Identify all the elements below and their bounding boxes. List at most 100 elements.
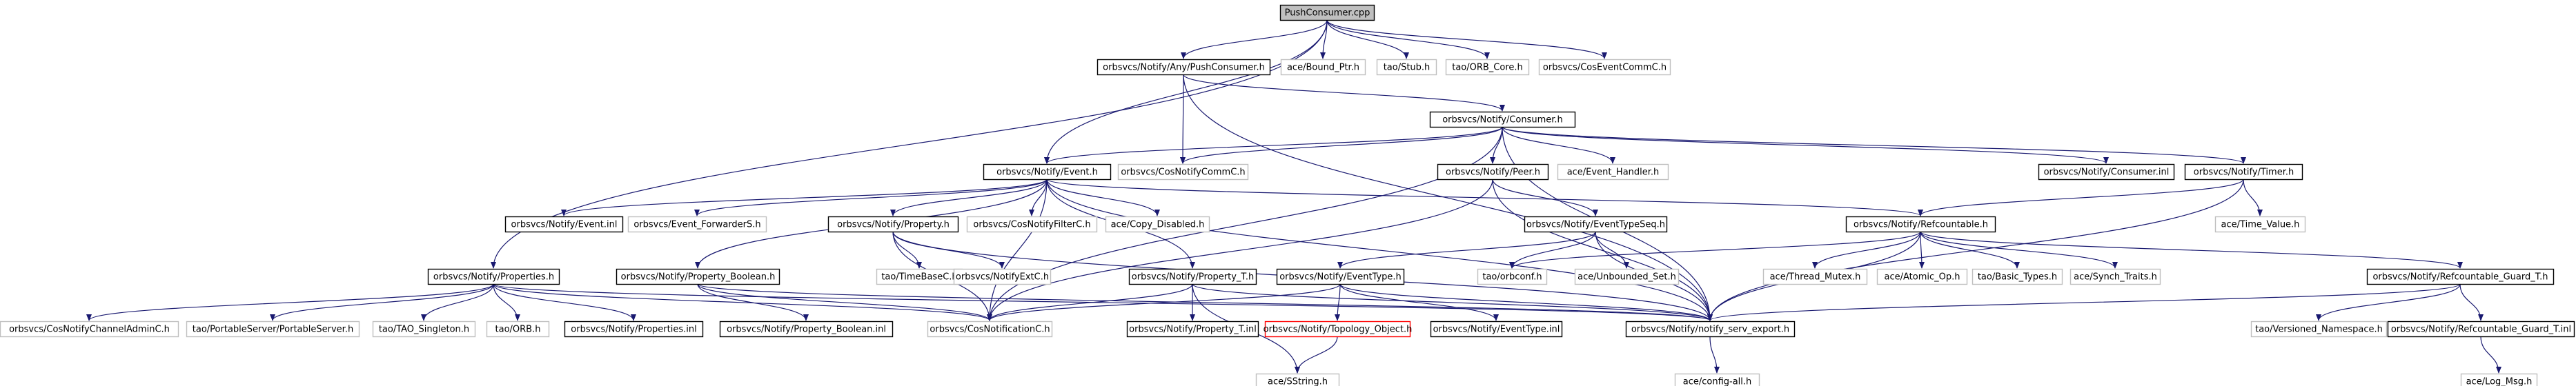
edge-refcountable-h-to-thread-mutex-h bbox=[1812, 231, 1921, 269]
edge-refcountable-h-to-synch-traits-h bbox=[1920, 231, 2118, 269]
edge-consumer-h-to-peer-h bbox=[1490, 126, 1503, 164]
node-cos-event-comm-c-h: orbsvcs/CosEventCommC.h bbox=[1538, 59, 1671, 76]
node-event-h-box bbox=[983, 163, 1112, 181]
edge-properties-h-to-orb-h bbox=[493, 283, 520, 321]
node-event-handler-h: ace/Event_Handler.h bbox=[1557, 163, 1669, 181]
node-properties-inl[interactable]: orbsvcs/Notify/Properties.inl bbox=[564, 321, 704, 338]
edge-any-push-consumer-h-to-consumer-h bbox=[1183, 74, 1505, 112]
node-topology-object-h-box bbox=[1264, 321, 1411, 338]
edge-timer-h-to-refcountable-h bbox=[1918, 179, 2244, 216]
edge-push-consumer-cpp-to-any-push-consumer-h bbox=[1181, 19, 1328, 59]
node-cos-notify-channel-admin-c-h-box bbox=[0, 321, 179, 338]
node-portable-server-h: tao/PortableServer/PortableServer.h bbox=[186, 321, 360, 338]
node-any-push-consumer-h-label: orbsvcs/Notify/Any/PushConsumer.h bbox=[1103, 63, 1265, 73]
edge-consumer-h-to-cos-notify-comm-c-h bbox=[1180, 126, 1503, 164]
node-topology-object-h[interactable]: orbsvcs/Notify/Topology_Object.h bbox=[1264, 321, 1413, 338]
node-property-t-h-box bbox=[1128, 268, 1257, 285]
node-orbconf-h-label: tao/orbconf.h bbox=[1482, 272, 1542, 283]
node-versioned-namespace-h: tao/Versioned_Namespace.h bbox=[2250, 321, 2388, 338]
node-properties-h-label: orbsvcs/Notify/Properties.h bbox=[433, 272, 554, 283]
node-property-boolean-inl-box bbox=[719, 321, 894, 338]
node-event-type-seq-h-label: orbsvcs/Notify/EventTypeSeq.h bbox=[1526, 220, 1665, 230]
node-thread-mutex-h-box bbox=[1762, 268, 1868, 285]
edge-event-h-to-refcountable-h bbox=[1046, 179, 1923, 216]
node-copy-disabled-h-label: ace/Copy_Disabled.h bbox=[1111, 220, 1205, 230]
node-cos-notify-comm-c-h-label: orbsvcs/CosNotifyCommC.h bbox=[1121, 167, 1245, 178]
node-event-handler-h-box bbox=[1557, 163, 1669, 181]
node-any-push-consumer-h-box bbox=[1097, 59, 1271, 76]
node-orb-core-h: tao/ORB_Core.h bbox=[1445, 59, 1530, 76]
node-event-inl-label: orbsvcs/Notify/Event.inl bbox=[511, 220, 618, 230]
node-event-forwarder-s-h-label: orbsvcs/Event_ForwarderS.h bbox=[633, 220, 760, 230]
node-versioned-namespace-h-box bbox=[2250, 321, 2388, 338]
node-event-h-label: orbsvcs/Notify/Event.h bbox=[996, 167, 1098, 178]
node-time-value-h-label: ace/Time_Value.h bbox=[2221, 220, 2300, 230]
edge-timer-h-to-time-value-h bbox=[2243, 179, 2263, 216]
edge-property-boolean-h-to-cos-notification-c-h bbox=[697, 283, 992, 321]
node-sstring-h-box bbox=[1255, 373, 1340, 386]
node-cos-notify-comm-c-h-box bbox=[1117, 163, 1249, 181]
edge-push-consumer-cpp-to-cos-event-comm-c-h bbox=[1326, 19, 1607, 59]
edge-property-t-h-to-notify-serv-export-h bbox=[1192, 283, 1713, 321]
edge-event-h-to-copy-disabled-h bbox=[1046, 179, 1160, 216]
node-property-t-h[interactable]: orbsvcs/Notify/Property_T.h bbox=[1128, 268, 1257, 285]
edge-properties-h-to-properties-inl bbox=[493, 283, 636, 321]
edge-properties-h-to-cos-notification-c-h bbox=[493, 283, 992, 321]
node-refcountable-guard-t-inl-label: orbsvcs/Notify/Refcountable_Guard_T.inl bbox=[2391, 325, 2571, 335]
node-properties-h[interactable]: orbsvcs/Notify/Properties.h bbox=[427, 268, 560, 285]
node-event-type-seq-h-box bbox=[1524, 216, 1668, 233]
node-refcountable-guard-t-h[interactable]: orbsvcs/Notify/Refcountable_Guard_T.h bbox=[2366, 268, 2555, 285]
node-peer-h[interactable]: orbsvcs/Notify/Peer.h bbox=[1437, 163, 1549, 181]
node-refcountable-guard-t-inl[interactable]: orbsvcs/Notify/Refcountable_Guard_T.inl bbox=[2387, 321, 2575, 338]
edge-properties-h-to-cos-notify-channel-admin-c-h bbox=[86, 283, 494, 321]
node-refcountable-guard-t-h-box bbox=[2366, 268, 2555, 285]
node-properties-inl-label: orbsvcs/Notify/Properties.inl bbox=[571, 325, 696, 335]
edge-consumer-h-to-timer-h bbox=[1502, 126, 2246, 164]
node-property-boolean-h[interactable]: orbsvcs/Notify/Property_Boolean.h bbox=[616, 268, 780, 285]
node-portable-server-h-box bbox=[186, 321, 360, 338]
node-event-type-seq-h[interactable]: orbsvcs/Notify/EventTypeSeq.h bbox=[1524, 216, 1668, 233]
node-consumer-h[interactable]: orbsvcs/Notify/Consumer.h bbox=[1429, 111, 1576, 128]
node-consumer-inl[interactable]: orbsvcs/Notify/Consumer.inl bbox=[2038, 163, 2175, 181]
node-consumer-inl-label: orbsvcs/Notify/Consumer.inl bbox=[2044, 167, 2170, 178]
node-property-boolean-inl[interactable]: orbsvcs/Notify/Property_Boolean.inl bbox=[719, 321, 894, 338]
edge-property-boolean-h-to-property-boolean-inl bbox=[697, 283, 809, 321]
node-event-h[interactable]: orbsvcs/Notify/Event.h bbox=[983, 163, 1112, 181]
edge-event-type-h-to-notify-serv-export-h bbox=[1339, 283, 1713, 321]
edge-event-h-to-event-forwarder-s-h bbox=[694, 179, 1048, 216]
node-orb-core-h-box bbox=[1445, 59, 1530, 76]
node-cos-notification-c-h: orbsvcs/CosNotificationC.h bbox=[927, 321, 1053, 338]
node-event-type-inl-box bbox=[1430, 321, 1563, 338]
node-sstring-h-label: ace/SString.h bbox=[1268, 377, 1328, 386]
node-event-type-h[interactable]: orbsvcs/Notify/EventType.h bbox=[1276, 268, 1405, 285]
edge-push-consumer-cpp-to-stub-h bbox=[1326, 19, 1409, 59]
node-property-t-inl[interactable]: orbsvcs/Notify/Property_T.inl bbox=[1126, 321, 1259, 338]
node-event-type-h-label: orbsvcs/Notify/EventType.h bbox=[1279, 272, 1402, 283]
node-event-type-inl[interactable]: orbsvcs/Notify/EventType.inl bbox=[1430, 321, 1563, 338]
node-refcountable-h[interactable]: orbsvcs/Notify/Refcountable.h bbox=[1845, 216, 1996, 233]
node-timer-h[interactable]: orbsvcs/Notify/Timer.h bbox=[2184, 163, 2303, 181]
node-cos-event-comm-c-h-box bbox=[1538, 59, 1671, 76]
node-event-inl[interactable]: orbsvcs/Notify/Event.inl bbox=[504, 216, 624, 233]
node-time-base-c-h: tao/TimeBaseC.h bbox=[876, 268, 963, 285]
node-property-h[interactable]: orbsvcs/Notify/Property.h bbox=[827, 216, 959, 233]
node-log-msg-h: ace/Log_Msg.h bbox=[2460, 373, 2538, 386]
node-log-msg-h-box bbox=[2460, 373, 2538, 386]
node-refcountable-guard-t-h-label: orbsvcs/Notify/Refcountable_Guard_T.h bbox=[2372, 272, 2548, 283]
node-notify-serv-export-h[interactable]: orbsvcs/Notify/notify_serv_export.h bbox=[1625, 321, 1796, 338]
edge-properties-h-to-portable-server-h bbox=[270, 283, 494, 321]
node-peer-h-box bbox=[1437, 163, 1549, 181]
node-synch-traits-h: ace/Synch_Traits.h bbox=[2069, 268, 2161, 285]
node-time-value-h-box bbox=[2214, 216, 2306, 233]
node-orb-core-h-label: tao/ORB_Core.h bbox=[1452, 63, 1523, 73]
node-any-push-consumer-h[interactable]: orbsvcs/Notify/Any/PushConsumer.h bbox=[1097, 59, 1271, 76]
node-atomic-op-h: ace/Atomic_Op.h bbox=[1876, 268, 1968, 285]
node-refcountable-h-box bbox=[1845, 216, 1996, 233]
edge-event-h-to-notify-serv-export-h bbox=[1046, 179, 1713, 321]
node-basic-types-h: tao/Basic_Types.h bbox=[1972, 268, 2063, 285]
node-log-msg-h-label: ace/Log_Msg.h bbox=[2466, 377, 2533, 386]
node-notify-ext-c-h-box bbox=[953, 268, 1052, 285]
node-synch-traits-h-box bbox=[2069, 268, 2161, 285]
edge-refcountable-h-to-basic-types-h bbox=[1920, 231, 2020, 269]
node-basic-types-h-box bbox=[1972, 268, 2063, 285]
